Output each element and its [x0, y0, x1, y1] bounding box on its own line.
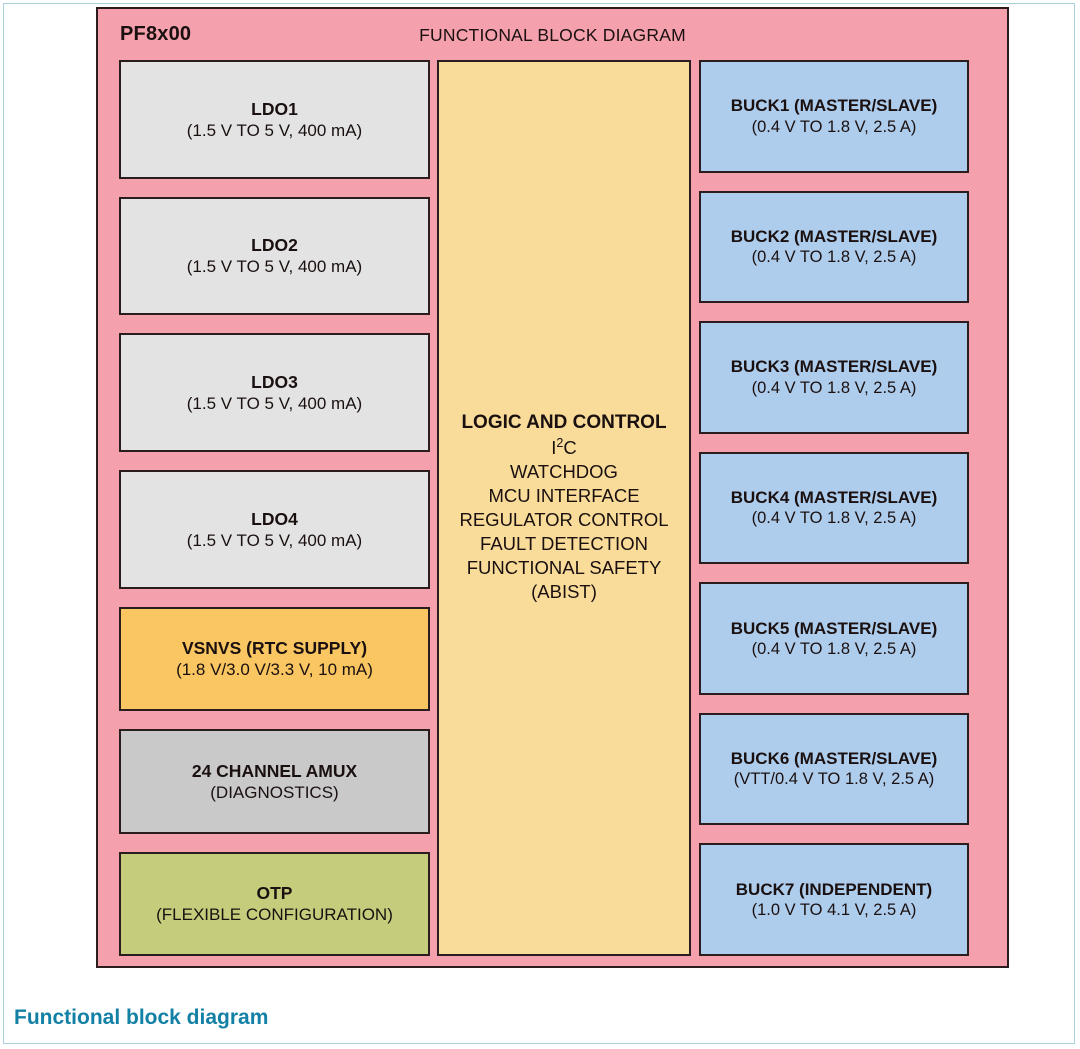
diagram-header: PF8x00 FUNCTIONAL BLOCK DIAGRAM — [98, 9, 1007, 54]
block-vsnvs: VSNVS (RTC SUPPLY)(1.8 V/3.0 V/3.3 V, 10… — [119, 606, 430, 712]
i2c-superscript: 2 — [556, 436, 564, 451]
block-spacer — [699, 695, 969, 713]
block-ldo3-title: LDO3 — [251, 372, 298, 393]
block-spacer — [119, 452, 430, 470]
block-buck5: BUCK5 (MASTER/SLAVE)(0.4 V TO 1.8 V, 2.5… — [699, 582, 969, 695]
block-buck1-title: BUCK1 (MASTER/SLAVE) — [730, 96, 938, 116]
block-spacer — [699, 825, 969, 843]
logic-line-1: MCU INTERFACE — [488, 485, 640, 507]
right-block-column: BUCK1 (MASTER/SLAVE)(0.4 V TO 1.8 V, 2.5… — [699, 60, 969, 957]
block-buck3: BUCK3 (MASTER/SLAVE)(0.4 V TO 1.8 V, 2.5… — [699, 321, 969, 434]
logic-line-5: (ABIST) — [531, 581, 597, 603]
block-spacer — [119, 179, 430, 197]
block-ldo3: LDO3(1.5 V TO 5 V, 400 mA) — [119, 333, 430, 453]
block-buck5-title: BUCK5 (MASTER/SLAVE) — [730, 618, 938, 638]
i2c-prefix: I — [551, 437, 557, 459]
block-otp-title: OTP — [256, 883, 293, 904]
block-amux: 24 CHANNEL AMUX(DIAGNOSTICS) — [119, 729, 430, 834]
block-buck4-title: BUCK4 (MASTER/SLAVE) — [730, 487, 938, 507]
block-vsnvs-title: VSNVS (RTC SUPPLY) — [181, 638, 368, 659]
block-vsnvs-spec: (1.8 V/3.0 V/3.3 V, 10 mA) — [176, 660, 373, 680]
block-spacer — [699, 434, 969, 452]
logic-and-control-block: LOGIC AND CONTROL I2C WATCHDOG MCU INTER… — [437, 60, 691, 956]
block-amux-spec: (DIAGNOSTICS) — [210, 782, 339, 802]
block-ldo1-spec: (1.5 V TO 5 V, 400 mA) — [186, 120, 363, 140]
i2c-suffix: C — [563, 437, 577, 459]
part-number-label: PF8x00 — [120, 23, 192, 45]
block-buck5-spec: (0.4 V TO 1.8 V, 2.5 A) — [751, 639, 917, 658]
block-buck7-title: BUCK7 (INDEPENDENT) — [735, 879, 933, 899]
figure-caption: Functional block diagram — [14, 1006, 269, 1029]
chip-outline-pf8x00: PF8x00 FUNCTIONAL BLOCK DIAGRAM LDO1(1.5… — [96, 7, 1009, 968]
block-spacer — [119, 589, 430, 607]
logic-line-0: WATCHDOG — [510, 461, 618, 483]
block-buck4: BUCK4 (MASTER/SLAVE) (0.4 V TO 1.8 V, 2.5… — [699, 451, 969, 565]
block-buck7: BUCK7 (INDEPENDENT) (1.0 V TO 4.1 V, 2.5 … — [699, 843, 969, 957]
logic-line-2: REGULATOR CONTROL — [459, 509, 669, 531]
logic-line-4: FUNCTIONAL SAFETY — [466, 557, 662, 579]
block-spacer — [119, 315, 430, 333]
block-buck2: BUCK2 (MASTER/SLAVE) (0.4 V TO 1.8 V, 2.5… — [699, 190, 969, 304]
block-buck3-title: BUCK3 (MASTER/SLAVE) — [730, 357, 938, 377]
block-buck7-spec: (1.0 V TO 4.1 V, 2.5 A) — [751, 901, 917, 920]
block-ldo1-title: LDO1 — [251, 98, 298, 119]
block-spacer — [699, 303, 969, 321]
block-buck6: BUCK6 (MASTER/SLAVE)(VTT/0.4 V TO 1.8 V,… — [699, 712, 969, 826]
block-buck3-spec: (0.4 V TO 1.8 V, 2.5 A) — [751, 378, 917, 397]
block-ldo2-title: LDO2 — [251, 235, 298, 256]
logic-line-i2c: I2C — [439, 436, 689, 460]
logic-line-3: FAULT DETECTION — [480, 533, 648, 555]
block-spacer — [119, 834, 430, 852]
block-ldo3-spec: (1.5 V TO 5 V, 400 mA) — [186, 394, 363, 414]
logic-heading: LOGIC AND CONTROL — [461, 412, 667, 434]
block-buck1-spec: (0.4 V TO 1.8 V, 2.5 A) — [751, 117, 917, 136]
block-buck1: BUCK1 (MASTER/SLAVE)(0.4 V TO 1.8 V, 2.5… — [699, 60, 969, 173]
block-spacer — [119, 711, 430, 729]
block-ldo4-title: LDO4 — [251, 508, 298, 529]
block-spacer — [699, 173, 969, 191]
block-amux-title: 24 CHANNEL AMUX — [191, 760, 358, 781]
block-ldo1: LDO1(1.5 V TO 5 V, 400 mA) — [119, 60, 430, 179]
block-buck2-spec: (0.4 V TO 1.8 V, 2.5 A) — [751, 248, 917, 267]
block-buck2-title: BUCK2 (MASTER/SLAVE) — [730, 226, 938, 246]
diagram-title-label: FUNCTIONAL BLOCK DIAGRAM — [419, 25, 686, 45]
block-ldo2: LDO2(1.5 V TO 5 V, 400 mA) — [119, 196, 430, 316]
page-border — [3, 3, 1075, 1044]
block-buck6-spec: (VTT/0.4 V TO 1.8 V, 2.5 A) — [733, 770, 935, 789]
block-buck6-title: BUCK6 (MASTER/SLAVE) — [730, 749, 938, 769]
logic-and-control-text: LOGIC AND CONTROL I2C WATCHDOG MCU INTER… — [439, 411, 689, 604]
block-otp-spec: (FLEXIBLE CONFIGURATION) — [156, 905, 393, 925]
block-ldo4-spec: (1.5 V TO 5 V, 400 mA) — [186, 530, 363, 550]
block-otp: OTP(FLEXIBLE CONFIGURATION) — [119, 851, 430, 956]
left-block-column: LDO1(1.5 V TO 5 V, 400 mA)LDO2(1.5 V TO … — [119, 60, 430, 956]
block-ldo2-spec: (1.5 V TO 5 V, 400 mA) — [186, 257, 363, 277]
block-spacer — [699, 564, 969, 582]
block-ldo4: LDO4(1.5 V TO 5 V, 400 mA) — [119, 470, 430, 589]
block-buck4-spec: (0.4 V TO 1.8 V, 2.5 A) — [751, 509, 917, 528]
